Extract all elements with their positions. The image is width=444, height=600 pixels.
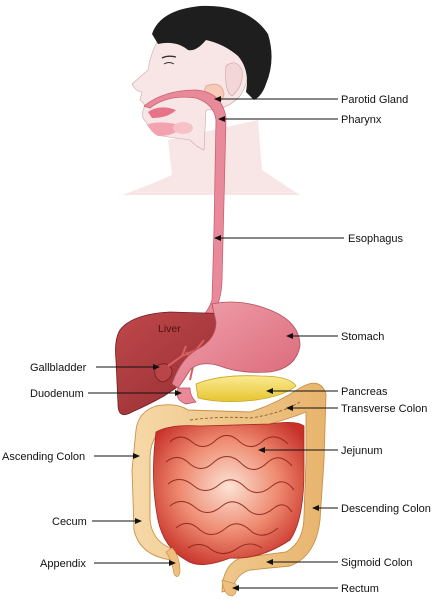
label-pharynx: Pharynx <box>218 114 382 126</box>
small-intestine <box>153 422 305 565</box>
label-gallbladder: Gallbladder <box>30 362 160 374</box>
head-silhouette <box>122 5 300 195</box>
label-cecum: Cecum <box>52 516 142 528</box>
svg-text:Pancreas: Pancreas <box>341 386 388 398</box>
svg-text:Transverse Colon: Transverse Colon <box>341 403 427 415</box>
label-rectum: Rectum <box>232 583 379 595</box>
duodenum <box>176 387 197 405</box>
label-transverse-colon: Transverse Colon <box>286 403 427 415</box>
label-sigmoid-colon: Sigmoid Colon <box>266 557 413 569</box>
label-descending-colon: Descending Colon <box>312 503 431 515</box>
mouth-region <box>148 107 193 136</box>
stomach <box>171 301 301 389</box>
label-stomach: Stomach <box>286 331 384 343</box>
label-jejunum: Jejunum <box>258 445 383 457</box>
label-parotid-gland: Parotid Gland <box>214 94 408 106</box>
label-duodenum: Duodenum <box>30 388 182 400</box>
svg-text:Rectum: Rectum <box>341 583 379 595</box>
svg-text:Descending Colon: Descending Colon <box>341 503 431 515</box>
label-appendix: Appendix <box>40 558 176 570</box>
svg-text:Esophagus: Esophagus <box>348 233 404 245</box>
svg-text:Pharynx: Pharynx <box>341 114 382 126</box>
svg-text:Appendix: Appendix <box>40 558 86 570</box>
liver-label: Liver <box>158 323 181 335</box>
pancreas <box>195 375 297 402</box>
svg-text:Stomach: Stomach <box>341 331 384 343</box>
svg-text:Jejunum: Jejunum <box>341 445 383 457</box>
svg-text:Duodenum: Duodenum <box>30 388 84 400</box>
label-pancreas: Pancreas <box>266 386 388 398</box>
svg-text:Parotid Gland: Parotid Gland <box>341 94 408 106</box>
label-esophagus: Esophagus <box>214 233 404 245</box>
svg-text:Ascending Colon: Ascending Colon <box>2 451 85 463</box>
svg-text:Gallbladder: Gallbladder <box>30 362 87 374</box>
svg-text:Sigmoid Colon: Sigmoid Colon <box>341 557 413 569</box>
label-ascending-colon: Ascending Colon <box>2 451 140 463</box>
svg-text:Cecum: Cecum <box>52 516 87 528</box>
